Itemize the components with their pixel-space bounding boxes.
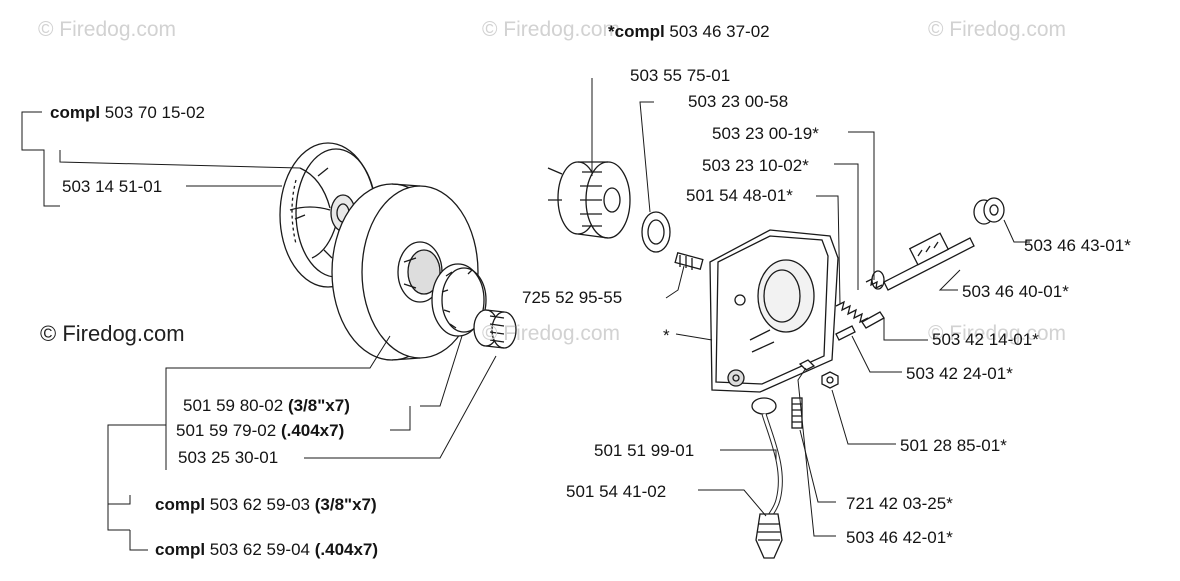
label-screw: 725 52 95-55 xyxy=(522,288,623,307)
watermark-main: © Firedog.com xyxy=(40,321,185,346)
watermark: © Firedog.com xyxy=(482,18,621,41)
label-hose-nipple: 503 46 42-01* xyxy=(846,528,953,547)
label-clutch-shoe: 503 14 51-01 xyxy=(62,177,163,196)
nipple-cap-drawing xyxy=(973,197,1005,225)
watermark: © Firedog.com xyxy=(482,322,621,345)
label-worm-gear: 503 55 75-01 xyxy=(630,66,731,85)
label-nut: 501 28 85-01* xyxy=(900,436,1007,455)
label-nipple-cap: 503 46 43-01* xyxy=(1024,236,1131,255)
screw-drawing xyxy=(674,252,704,270)
label-oil-hose: 501 51 99-01 xyxy=(594,441,695,460)
oil-filter-drawing xyxy=(755,513,783,559)
worm-gear-drawing xyxy=(547,161,631,239)
pump-piston-drawing xyxy=(835,232,975,324)
label-drum-kit-a: compl 503 62 59-03 (3/8"x7) xyxy=(155,495,377,514)
label-seal: 503 23 10-02* xyxy=(702,156,809,175)
label-washer: 503 23 00-58 xyxy=(688,92,789,111)
label-top-kit: *compl 503 46 37-02 xyxy=(608,22,770,41)
rim-sprocket-drawing xyxy=(431,263,487,337)
label-pump-housing: * xyxy=(663,326,670,345)
leader-lines xyxy=(21,78,1030,551)
label-pin: 503 42 14-01* xyxy=(932,330,1039,349)
nut-drawing xyxy=(821,371,839,389)
label-adjust-screw: 721 42 03-25* xyxy=(846,494,953,513)
label-bearing: 503 25 30-01 xyxy=(178,448,279,467)
label-drum-b: 501 59 79-02 (.404x7) xyxy=(176,421,345,440)
needle-bearing-drawing xyxy=(473,309,517,349)
label-drum-a: 501 59 80-02 (3/8"x7) xyxy=(183,396,350,415)
watermark: © Firedog.com xyxy=(928,18,1067,41)
oil-hose-drawing xyxy=(751,397,783,518)
label-spring-b: 501 54 48-01* xyxy=(686,186,793,205)
label-spring-a: 503 23 00-19* xyxy=(712,124,819,143)
label-filter: 501 54 41-02 xyxy=(566,482,667,501)
watermark: © Firedog.com xyxy=(38,18,177,41)
label-plunger: 503 42 24-01* xyxy=(906,364,1013,383)
oil-pump-housing-drawing xyxy=(709,229,839,393)
label-drum-kit-b: compl 503 62 59-04 (.404x7) xyxy=(155,540,379,559)
watermark: © Firedog.com xyxy=(928,322,1067,345)
label-pump-piston: 503 46 40-01* xyxy=(962,282,1069,301)
washer-drawing xyxy=(641,211,671,253)
label-clutch-kit: compl 503 70 15-02 xyxy=(50,103,205,122)
pin-drawing xyxy=(835,311,885,341)
adjust-screw-drawing xyxy=(791,359,816,429)
